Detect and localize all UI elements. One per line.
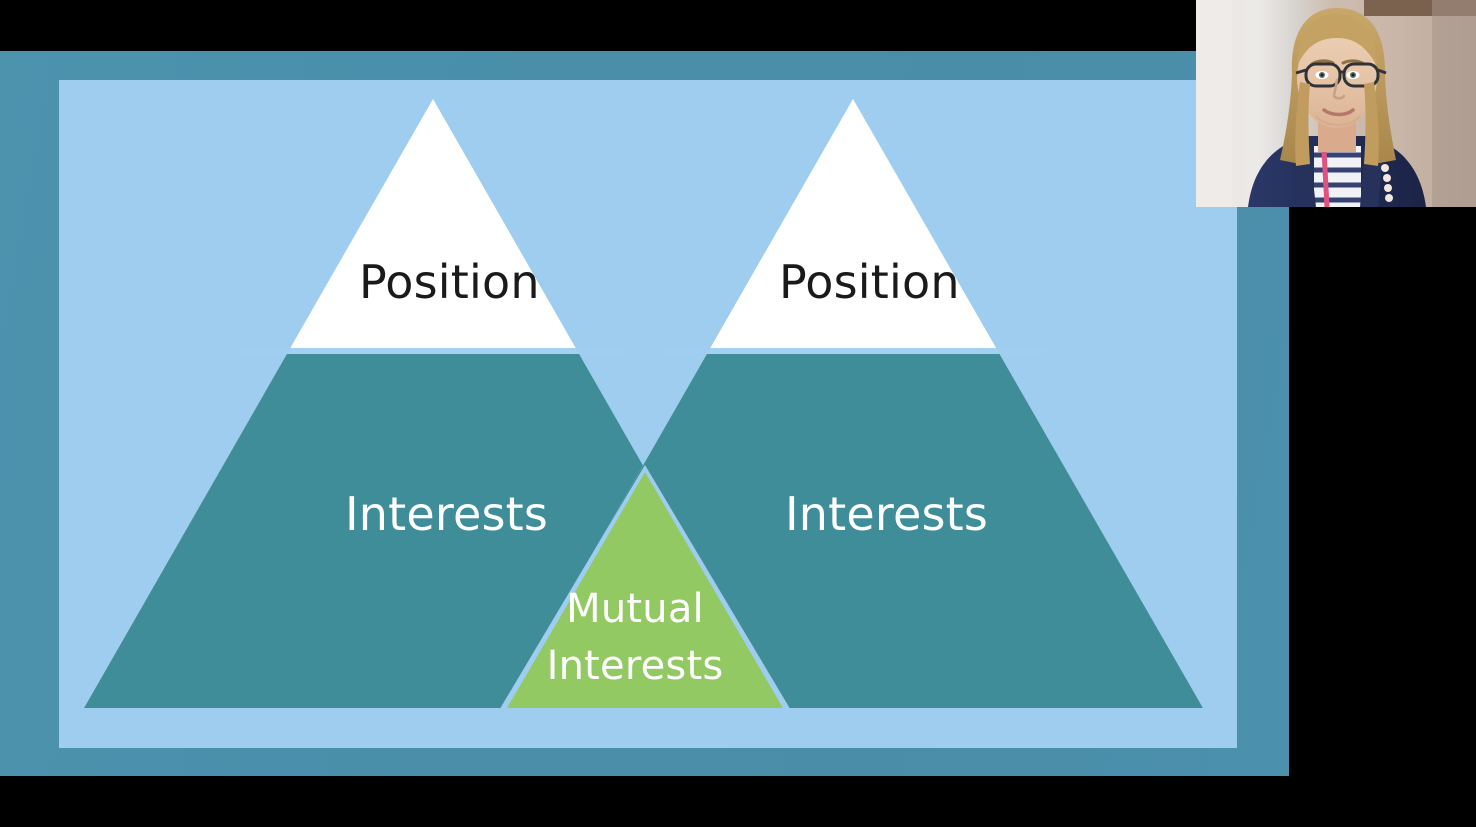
webcam-participant-tile[interactable] [1196, 0, 1476, 207]
slide-frame: Position Position Interests Interests Mu… [0, 51, 1289, 776]
slide-canvas: Position Position Interests Interests Mu… [59, 80, 1237, 748]
webcam-video-feed [1196, 0, 1476, 207]
overlap-triangle-mutual-interests [507, 472, 783, 708]
diagram-svg [84, 99, 1203, 712]
right-triangle-divider [659, 348, 1047, 354]
left-triangle-divider [239, 348, 627, 354]
